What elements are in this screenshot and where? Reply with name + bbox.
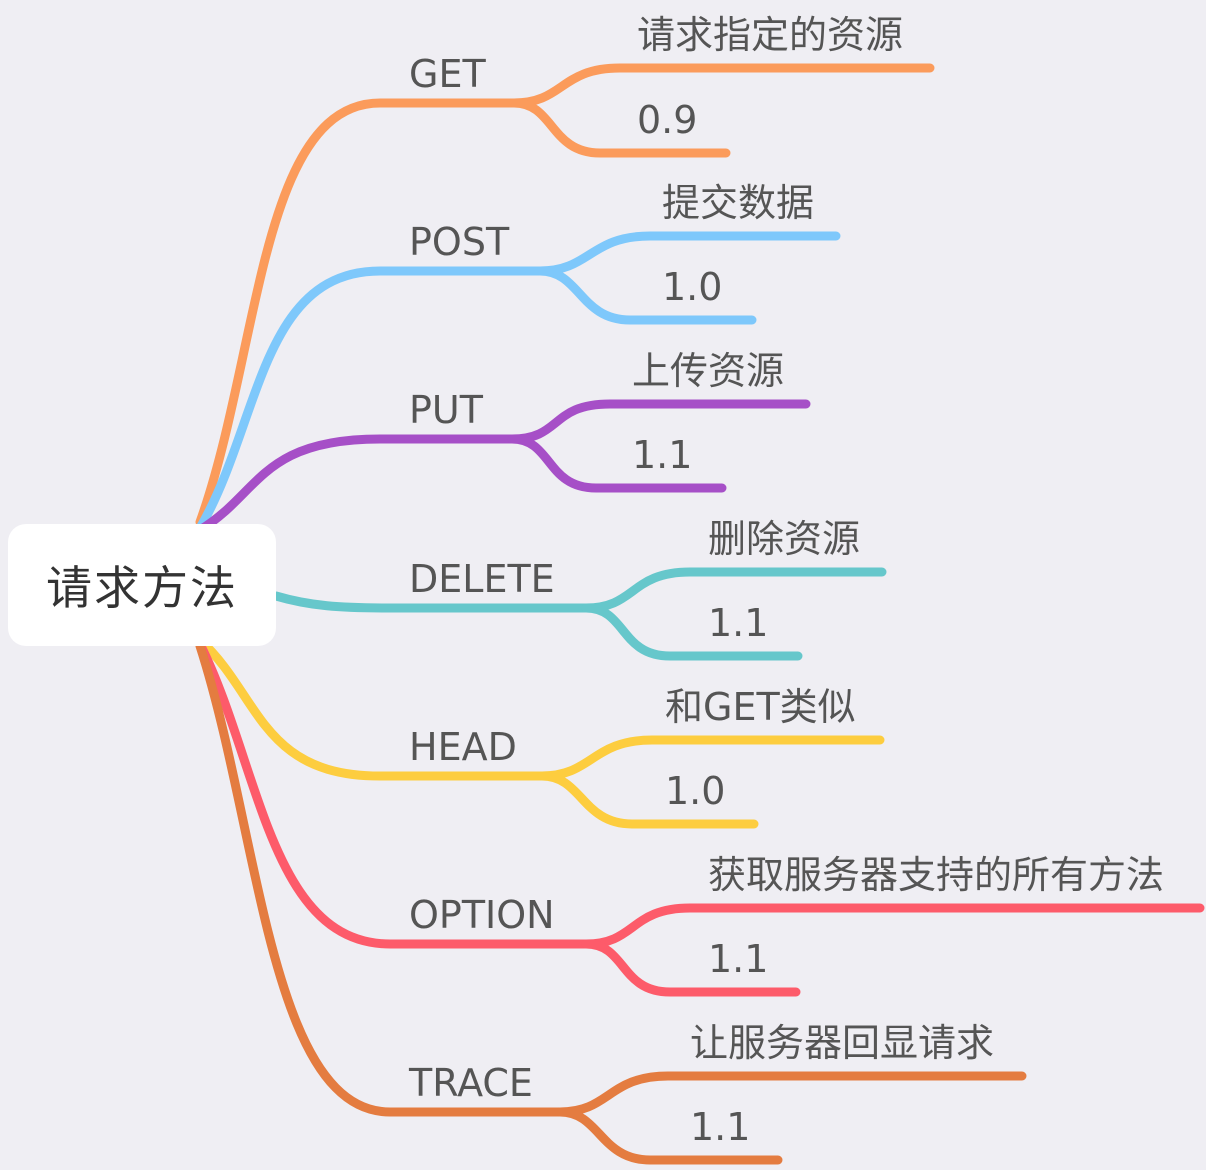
child-label-option-version[interactable]: 1.1 [708, 937, 769, 981]
child-label-trace-description[interactable]: 让服务器回显请求 [690, 1021, 995, 1065]
branch-line-delete [271, 591, 591, 613]
root-label: 请求方法 [46, 561, 238, 615]
branch-label-post[interactable]: POST [409, 220, 510, 264]
child-label-put-description[interactable]: 上传资源 [632, 349, 785, 393]
child-label-delete-version[interactable]: 1.1 [708, 601, 769, 645]
branch-label-option[interactable]: OPTION [409, 893, 555, 937]
child-label-option-description[interactable]: 获取服务器支持的所有方法 [708, 853, 1165, 897]
child-label-head-version[interactable]: 1.0 [665, 769, 726, 813]
child-line-option-2 [581, 939, 801, 997]
child-label-get-version[interactable]: 0.9 [637, 98, 698, 142]
child-line-option-1 [581, 903, 1205, 949]
child-line-trace-1 [555, 1071, 1027, 1117]
child-label-delete-description[interactable]: 删除资源 [708, 517, 861, 561]
child-line-head-1 [537, 735, 885, 781]
child-label-post-description[interactable]: 提交数据 [662, 181, 815, 225]
child-line-trace-2 [555, 1107, 783, 1165]
child-line-delete-1 [581, 567, 887, 613]
branch-line-head [195, 635, 547, 781]
child-line-delete-2 [581, 603, 803, 661]
child-line-post-2 [535, 266, 757, 325]
child-line-put-1 [507, 399, 811, 444]
child-label-post-version[interactable]: 1.0 [662, 265, 723, 309]
child-line-get-2 [509, 98, 731, 158]
child-label-put-version[interactable]: 1.1 [632, 433, 693, 477]
branch-line-get [195, 98, 519, 527]
branch-line-put [195, 434, 517, 535]
branch-label-put[interactable]: PUT [409, 388, 483, 432]
branch-line-option [195, 639, 591, 949]
child-line-post-1 [535, 231, 841, 276]
child-label-get-description[interactable]: 请求指定的资源 [637, 13, 904, 57]
branch-label-delete[interactable]: DELETE [409, 557, 555, 601]
child-line-head-2 [537, 771, 759, 829]
branch-label-get[interactable]: GET [409, 52, 486, 96]
child-label-trace-version[interactable]: 1.1 [690, 1105, 751, 1149]
child-label-head-description[interactable]: 和GET类似 [665, 685, 856, 729]
branch-label-head[interactable]: HEAD [409, 725, 517, 769]
root-node[interactable]: 请求方法 [8, 524, 276, 646]
child-line-put-2 [507, 434, 727, 493]
branch-line-trace [195, 641, 565, 1117]
branch-label-trace[interactable]: TRACE [409, 1061, 533, 1105]
child-line-get-1 [509, 63, 935, 108]
branch-line-post [195, 266, 545, 533]
